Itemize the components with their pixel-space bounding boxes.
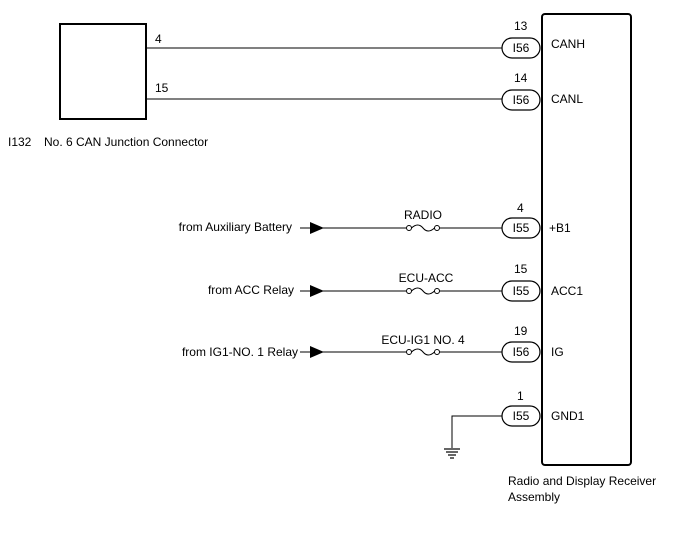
fuse-icon	[411, 348, 435, 356]
fuse-label: RADIO	[404, 208, 442, 222]
source-label: from Auxiliary Battery	[179, 220, 292, 234]
pin-number: 14	[514, 71, 528, 85]
connector-oval	[501, 405, 541, 427]
connector-oval	[501, 89, 541, 111]
signal-label: GND1	[551, 409, 585, 423]
circuit-acc1: from ACC Relay ECU-ACC 15 I55 ACC1	[208, 262, 583, 302]
connector-oval	[501, 37, 541, 59]
circuit-b1: from Auxiliary Battery RADIO 4 I55 +B1	[179, 201, 571, 239]
signal-label: IG	[551, 345, 564, 359]
pin-number: 19	[514, 324, 528, 338]
junction-pin-label: 15	[155, 81, 169, 95]
connector-code: I56	[513, 41, 530, 55]
connector-code: I56	[513, 93, 530, 107]
ground-icon	[444, 448, 460, 459]
fuse-label: ECU-IG1 NO. 4	[381, 333, 465, 347]
circuit-canl: 15 14 I56 CANL	[146, 71, 583, 111]
circuit-canh: 4 13 I56 CANH	[146, 19, 585, 59]
pin-number: 15	[514, 262, 528, 276]
fuse-label: ECU-ACC	[399, 271, 454, 285]
signal-label: ACC1	[551, 284, 583, 298]
pin-number: 1	[517, 389, 524, 403]
fuse-icon	[411, 224, 435, 232]
receiver-box	[541, 13, 632, 466]
connector-code: I55	[513, 221, 530, 235]
source-label: from ACC Relay	[208, 283, 294, 297]
connector-oval	[501, 280, 541, 302]
connector-id: I132	[8, 135, 32, 149]
connector-name: No. 6 CAN Junction Connector	[44, 135, 208, 149]
junction-pin-label: 4	[155, 32, 162, 46]
connector-code: I55	[513, 409, 530, 423]
connector-oval	[501, 341, 541, 363]
connector-code: I56	[513, 345, 530, 359]
circuit-gnd1: 1 I55 GND1	[444, 389, 585, 459]
pin-number: 13	[514, 19, 528, 33]
receiver-name-line1: Radio and Display Receiver	[508, 474, 656, 488]
pin-number: 4	[517, 201, 524, 215]
signal-label: CANH	[551, 37, 585, 51]
circuit-ig: from IG1-NO. 1 Relay ECU-IG1 NO. 4 19 I5…	[182, 324, 564, 363]
signal-label: CANL	[551, 92, 583, 106]
receiver-name-line2: Assembly	[508, 490, 560, 504]
junction-connector-box	[59, 23, 147, 120]
fuse-icon	[411, 287, 435, 295]
signal-label: +B1	[549, 221, 571, 235]
connector-code: I55	[513, 284, 530, 298]
source-label: from IG1-NO. 1 Relay	[182, 345, 298, 359]
connector-oval	[501, 217, 541, 239]
